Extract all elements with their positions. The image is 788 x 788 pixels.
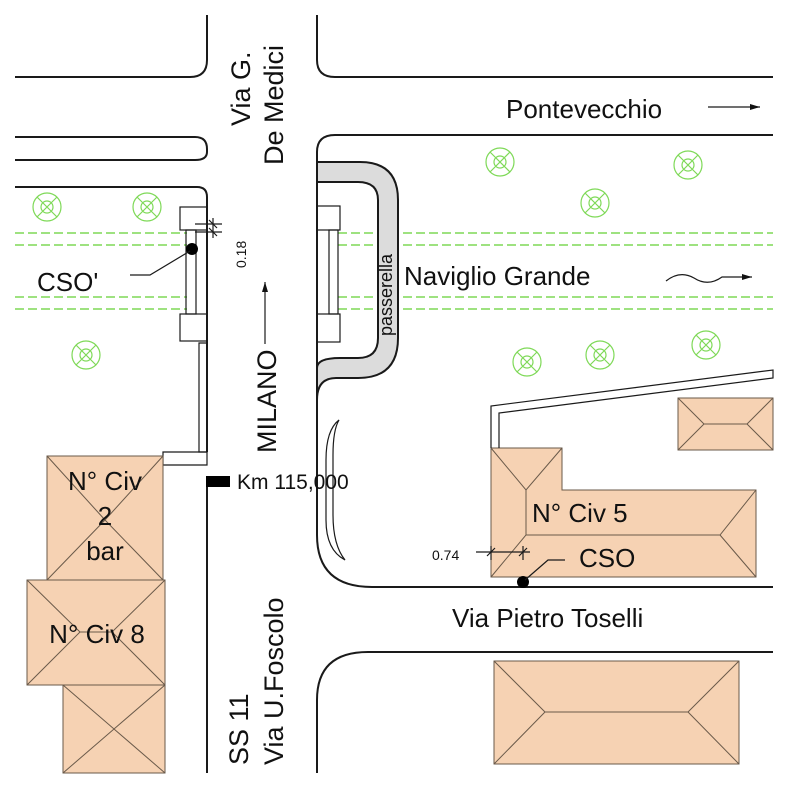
building-civ2-label-3: bar: [86, 536, 124, 566]
tree-icon: [585, 340, 615, 370]
cso-prime-marker: [130, 243, 198, 276]
road-edge-top-left: [15, 15, 208, 78]
building-civ8: [26, 579, 166, 686]
building-civ2-label-1: N° Civ: [68, 466, 142, 496]
building-civ2-label-2: 2: [98, 501, 112, 531]
tree-icon: [32, 192, 62, 222]
building-south-east: [493, 660, 740, 765]
street-label-medici-2: De Medici: [259, 45, 289, 165]
arrow-milano-icon: [262, 282, 268, 344]
tree-icon: [512, 347, 542, 377]
road-edge-east-side: [316, 134, 773, 588]
cso-marker: [517, 559, 565, 588]
road-edge-south-east: [316, 651, 773, 773]
building-civ2: [46, 455, 164, 581]
tree-icon: [71, 340, 101, 370]
canal-label: Naviglio Grande: [404, 261, 590, 291]
km-milestone-marker: [206, 476, 230, 487]
tree-icon: [485, 147, 515, 177]
tree-icon: [132, 192, 162, 222]
street-label-toselli: Via Pietro Toselli: [452, 603, 643, 633]
dimension-074: [476, 546, 530, 560]
dimension-018: [195, 218, 222, 238]
street-label-foscolo: Via U.Foscolo: [259, 597, 289, 765]
kerb-island-east: [325, 419, 346, 561]
building-south-west: [62, 684, 166, 774]
building-north-east-small: [677, 397, 774, 451]
road-edge-left-block: [15, 136, 208, 161]
tree-icons: [32, 147, 721, 377]
cso-prime-label: CSO': [37, 267, 98, 297]
bridge-west-parapet: [179, 206, 208, 342]
dimension-018-label: 0.18: [233, 241, 249, 268]
direction-label-milano: MILANO: [252, 349, 282, 453]
road-edge-top-right: [316, 15, 773, 78]
km-label: Km 115,000: [237, 471, 349, 494]
dimension-074-label: 0.74: [432, 547, 459, 563]
building-civ5: [490, 447, 757, 578]
road-edge-west-side: [15, 186, 208, 452]
arrow-pontevecchio-icon: [708, 104, 760, 110]
street-label-medici-1: Via G.: [226, 51, 256, 126]
kerb-strip-west: [198, 342, 208, 453]
footbridge-label: passerella: [376, 253, 396, 336]
street-label-ss11: SS 11: [224, 693, 254, 765]
bridge-east-parapet: [316, 205, 341, 343]
wave-arrow-canal-icon: [665, 274, 752, 283]
tree-icon: [580, 188, 610, 218]
tree-icon: [691, 330, 721, 360]
road-network: [15, 15, 773, 773]
tree-icon: [673, 150, 703, 180]
boundary-wall-civ5: [490, 369, 774, 448]
sidewalk-stub: [162, 451, 208, 466]
naviglio-canal: [15, 232, 773, 310]
building-civ5-label: N° Civ 5: [532, 498, 628, 528]
footbridge-passerella: [316, 161, 399, 401]
street-label-pontevecchio: Pontevecchio: [506, 94, 662, 124]
cso-label: CSO: [579, 543, 635, 573]
building-civ8-label: N° Civ 8: [49, 619, 145, 649]
